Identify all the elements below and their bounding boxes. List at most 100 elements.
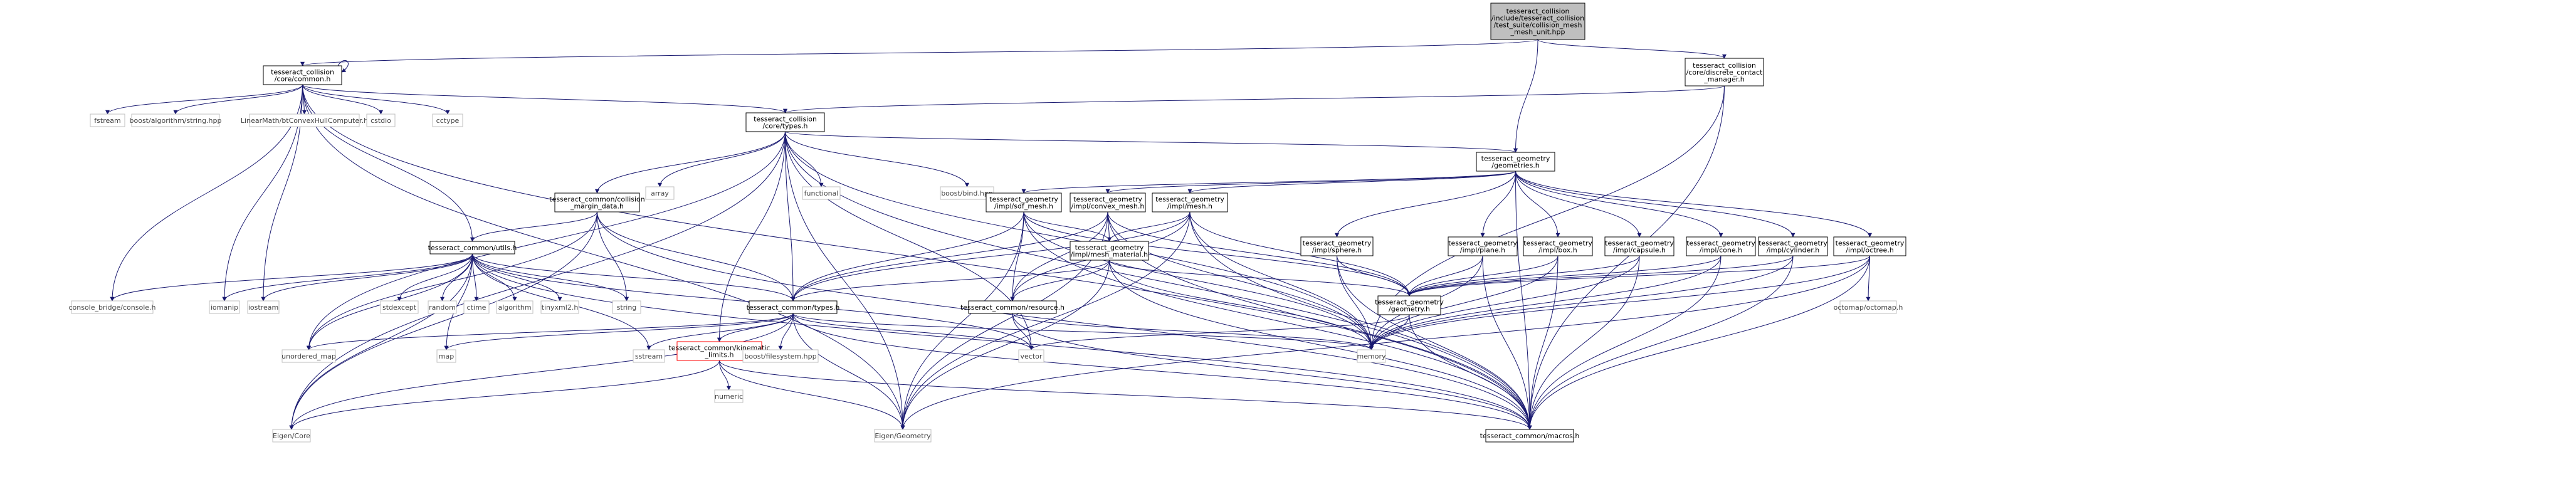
node-boost-bind[interactable]: boost/bind.hpp — [940, 186, 994, 200]
node-mesh-material[interactable]: tesseract_geometry/impl/mesh_material.h — [1070, 241, 1149, 261]
edge-mesh_material-to-resource_h — [1010, 260, 1110, 302]
edge-plane_h-to-macros_h — [1482, 255, 1532, 430]
node-box — [1070, 241, 1149, 261]
node-box — [1523, 236, 1593, 256]
node-iostream[interactable]: iostream — [247, 300, 280, 314]
node-label: tesseract_geometry — [1686, 239, 1755, 248]
node-box — [802, 186, 841, 200]
node-label: tesseract_geometry — [1073, 196, 1142, 204]
node-random[interactable]: random — [428, 300, 457, 314]
edge-utils_h-to-eigen_core — [289, 253, 473, 430]
node-sstream[interactable]: sstream — [633, 349, 665, 363]
edge-types_h-to-unordered_map — [307, 131, 786, 350]
edge-capsule_h-to-memory — [1369, 255, 1640, 350]
node-utils-h[interactable]: tesseract_common/utils.h — [428, 241, 517, 255]
node-sphere-h[interactable]: tesseract_geometry/impl/sphere.h — [1300, 236, 1374, 256]
edge-common-self-loop — [337, 60, 349, 73]
node-convex-mesh[interactable]: tesseract_geometry/impl/convex_mesh.h — [1070, 192, 1146, 213]
node-string[interactable]: string — [612, 300, 641, 314]
node-functional[interactable]: functional — [802, 186, 841, 200]
edge-types_h-to-geometries_h — [785, 131, 1518, 153]
node-cylinder-h[interactable]: tesseract_geometry/impl/cylinder.h — [1758, 236, 1828, 256]
node-resource-h[interactable]: tesseract_common/resource.h — [960, 300, 1065, 314]
edge-mesh_material-to-memory — [1109, 260, 1374, 350]
node-box — [1476, 152, 1555, 172]
node-label: tinyxml2.h — [542, 303, 579, 312]
node-cctype[interactable]: cctype — [432, 113, 463, 127]
edge-common_types-to-vector — [792, 313, 1034, 350]
edge-types_h-to-boost_bind — [785, 131, 969, 187]
node-geometries-h[interactable]: tesseract_geometry/geometries.h — [1476, 152, 1555, 172]
node-label: string — [617, 303, 637, 312]
node-linearmath[interactable]: LinearMath/btConvexHullComputer.h — [241, 113, 368, 127]
node-margin-data[interactable]: tesseract_common/collision_margin_data.h — [549, 192, 645, 213]
node-plane-h[interactable]: tesseract_geometry/impl/plane.h — [1448, 236, 1518, 256]
node-fstream[interactable]: fstream — [90, 113, 125, 127]
node-unordered-map[interactable]: unordered_map — [281, 349, 336, 363]
node-box — [1758, 236, 1828, 256]
node-box — [540, 300, 579, 314]
node-vector[interactable]: vector — [1018, 349, 1044, 363]
edge-kinematic_limits-to-eigen_geometry — [719, 360, 905, 430]
node-label: /impl/mesh_material.h — [1071, 251, 1148, 259]
node-box — [874, 429, 932, 443]
node-memory[interactable]: memory — [1357, 349, 1386, 363]
node-cone-h[interactable]: tesseract_geometry/impl/cone.h — [1686, 236, 1756, 256]
node-ctime[interactable]: ctime — [463, 300, 490, 314]
edge-mesh_material-to-macros_h — [1109, 260, 1532, 430]
node-label: tesseract_collision — [754, 115, 817, 123]
edge-sphere_h-to-macros_h — [1337, 255, 1532, 430]
node-numeric[interactable]: numeric — [714, 389, 744, 403]
edge-utils_h-to-map — [444, 253, 473, 350]
node-sdf-mesh[interactable]: tesseract_geometry/impl/sdf_mesh.h — [986, 192, 1062, 213]
node-iomanip[interactable]: iomanip — [209, 300, 240, 314]
node-label: /core/types.h — [762, 122, 807, 130]
node-box — [612, 300, 641, 314]
node-boost-fs[interactable]: boost/filesystem.hpp — [742, 349, 819, 363]
node-algorithm[interactable]: algorithm — [496, 300, 534, 314]
node-label: boost/filesystem.hpp — [744, 352, 816, 360]
node-common-types[interactable]: tesseract_common/types.h — [747, 300, 840, 314]
node-mesh-h[interactable]: tesseract_geometry/impl/mesh.h — [1152, 192, 1228, 213]
node-label: map — [439, 352, 454, 360]
node-console-bridge[interactable]: console_bridge/console.h — [68, 300, 156, 314]
node-label: boost/algorithm/string.hpp — [130, 117, 222, 125]
node-tinyxml2[interactable]: tinyxml2.h — [540, 300, 579, 314]
node-discrete-mgr[interactable]: tesseract_collision/core/discrete_contac… — [1685, 58, 1764, 87]
node-cstdio[interactable]: cstdio — [366, 113, 396, 127]
edge-common_h-to-fstream — [105, 84, 303, 115]
node-label: /test_suite/collision_mesh — [1494, 21, 1582, 29]
edge-cylinder_h-to-geometry_h — [1407, 255, 1794, 297]
node-box — [968, 300, 1057, 314]
node-stdexcept[interactable]: stdexcept — [380, 300, 419, 314]
node-map[interactable]: map — [436, 349, 456, 363]
node-box — [272, 429, 311, 443]
node-box — [131, 113, 220, 127]
edge-utils_h-to-algorithm — [472, 253, 517, 302]
node-root[interactable]: tesseract_collision/include/tesseract_co… — [1490, 3, 1585, 40]
node-array[interactable]: array — [645, 186, 675, 200]
node-capsule-h[interactable]: tesseract_geometry/impl/capsule.h — [1604, 236, 1674, 256]
node-box-h[interactable]: tesseract_geometry/impl/box.h — [1523, 236, 1593, 256]
node-common-h[interactable]: tesseract_collision/core/common.h — [263, 65, 342, 85]
edge-convex_mesh-to-resource_h — [1010, 211, 1108, 302]
node-label: /impl/convex_mesh.h — [1071, 202, 1145, 211]
node-boost-algo[interactable]: boost/algorithm/string.hpp — [130, 113, 222, 127]
node-octree-h[interactable]: tesseract_geometry/impl/octree.h — [1833, 236, 1906, 256]
edge-common_types-to-unordered_map — [307, 313, 794, 350]
node-label: sstream — [635, 352, 663, 360]
edge-common_h-to-types_h — [302, 84, 787, 113]
edge-geometry_h-to-macros_h — [1409, 314, 1532, 430]
node-geometry-h[interactable]: tesseract_geometry/geometry.h — [1375, 295, 1444, 315]
edge-convex_mesh-to-geometry_h — [1107, 211, 1412, 297]
edge-capsule_h-to-macros_h — [1527, 255, 1640, 430]
node-box — [1686, 236, 1756, 256]
node-octomap[interactable]: octomap/octomap.h — [1834, 300, 1903, 314]
edge-geometries_h-to-plane_h — [1480, 171, 1516, 238]
node-box — [1152, 192, 1228, 213]
node-types-h[interactable]: tesseract_collision/core/types.h — [745, 112, 825, 132]
node-eigen-geometry[interactable]: Eigen/Geometry — [874, 429, 932, 443]
node-macros-h[interactable]: tesseract_common/macros.h — [1480, 429, 1580, 443]
edge-discrete_mgr-to-macros_h — [1527, 85, 1725, 430]
node-eigen-core[interactable]: Eigen/Core — [272, 429, 311, 443]
